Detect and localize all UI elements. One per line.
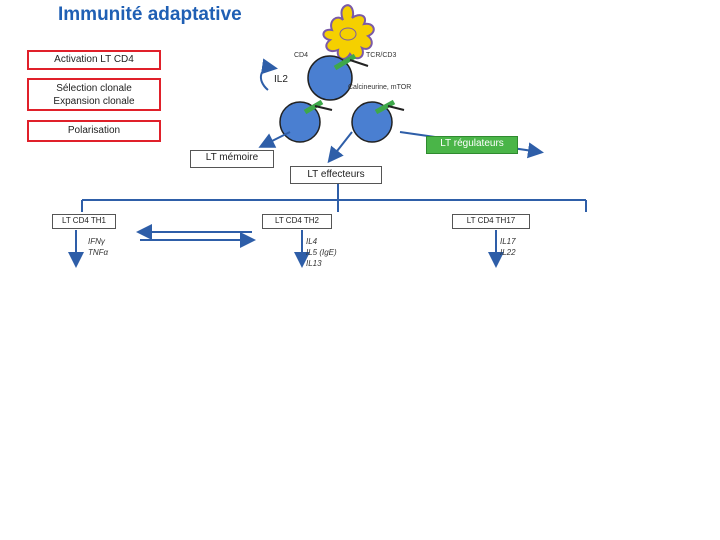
subset-th1-label: LT CD4 TH1	[61, 216, 106, 225]
lt-memoire-label: LT mémoire	[205, 152, 259, 163]
calcineurine-label: Calcineurine, mTOR	[348, 84, 412, 91]
cytokine-item: IL5 (IgE)	[306, 248, 337, 257]
lt-effecteurs-label: LT effecteurs	[307, 169, 365, 180]
lt-effecteurs-box: LT effecteurs	[290, 166, 382, 184]
step-polarisation: Polarisation	[27, 120, 161, 142]
step-activation-label: Activation LT CD4	[54, 54, 134, 65]
step-activation: Activation LT CD4	[27, 50, 161, 70]
cytokine-item: IFNγ	[88, 237, 105, 246]
arrow-to-memoire	[258, 131, 291, 148]
subset-th17-box: LT CD4 TH17	[452, 214, 530, 229]
cytokine-item: IL17	[500, 237, 516, 246]
lt-regulateurs-label: LT régulateurs	[440, 138, 504, 149]
lt-memoire-box: LT mémoire	[190, 150, 274, 168]
t-cell-right	[351, 101, 393, 143]
subset-th2-box: LT CD4 TH2	[262, 214, 332, 229]
cytokine-item: IL22	[500, 248, 516, 257]
il2-autocrine-arrow	[259, 58, 278, 91]
th17-cytokines: IL17 IL22	[500, 236, 516, 258]
step-selection-line2: Expansion clonale	[53, 96, 135, 107]
subset-th1-box: LT CD4 TH1	[52, 214, 116, 229]
subset-th2-label: LT CD4 TH2	[274, 216, 319, 225]
lt-regulateurs-box: LT régulateurs	[426, 136, 518, 154]
tcr-label: TCR/CD3	[366, 52, 397, 59]
il2-label: IL2	[274, 74, 288, 85]
arrow-to-effecteurs	[327, 131, 353, 164]
step-selection-line1: Sélection clonale	[56, 83, 132, 94]
page-title: Immunité adaptative	[58, 4, 242, 25]
step-selection: Sélection clonale Expansion clonale	[27, 78, 161, 111]
cd4-label: CD4	[294, 52, 309, 59]
subset-th17-label: LT CD4 TH17	[466, 216, 516, 225]
cytokine-item: IL13	[306, 259, 322, 268]
cytokine-item: TNFα	[88, 248, 109, 257]
cytokine-item: IL4	[306, 237, 318, 246]
th1-cytokines: IFNγ TNFα	[88, 236, 108, 258]
th2-cytokines: IL4 IL5 (IgE) IL13	[306, 236, 337, 269]
step-polarisation-label: Polarisation	[67, 125, 121, 136]
